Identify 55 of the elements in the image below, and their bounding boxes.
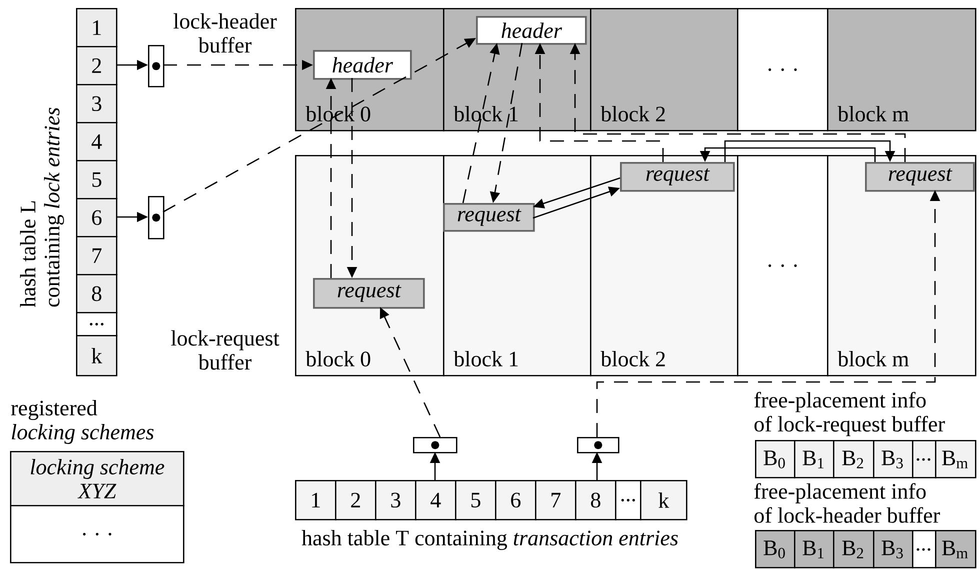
table-cell: B$_{2}$ — [833, 440, 874, 478]
pointer-box — [577, 437, 620, 454]
request-box: request — [865, 162, 975, 192]
pointer-box — [148, 45, 164, 88]
request-box: request — [620, 162, 735, 192]
table-cell: 3 — [375, 480, 416, 520]
pointer-box — [413, 437, 458, 454]
pointer-box — [148, 196, 164, 240]
table-cell: locking scheme XYZ — [10, 451, 184, 506]
table-cell: 4 — [76, 122, 118, 162]
table-cell: 1 — [295, 480, 336, 520]
table-cell: B$_{3}$ — [873, 440, 914, 478]
buffer-label: lock-header buffer — [174, 13, 277, 53]
table-cell: ... — [912, 440, 936, 478]
table-title: registered locking schemes — [11, 400, 154, 444]
table-cell: B$_{0}$ — [755, 530, 796, 568]
buffer-block: . . . — [737, 155, 828, 376]
table-cell: 4 — [415, 480, 456, 520]
buffer-block: block m — [827, 8, 976, 132]
table-cell: B$_{2}$ — [833, 530, 874, 568]
table-cell: ... — [912, 530, 936, 568]
table-cell: 8 — [76, 274, 118, 314]
table-cell: 5 — [76, 160, 118, 200]
table-cell: 2 — [76, 46, 118, 86]
arrow — [724, 140, 896, 162]
table-cell: 6 — [495, 480, 536, 520]
table-cell: B$_{m}$ — [935, 530, 976, 568]
request-box: request — [443, 203, 535, 232]
table-title: free-placement info of lock-request buffer — [754, 392, 945, 436]
table-cell: 7 — [76, 236, 118, 276]
table-cell: B$_{0}$ — [755, 440, 796, 478]
table-cell: ... — [615, 480, 642, 520]
table-cell: k — [76, 335, 118, 376]
header-box: header — [313, 50, 412, 80]
buffer-block: . . . — [737, 8, 828, 132]
table-cell: 7 — [535, 480, 576, 520]
table-title: hash table T containing transaction entries — [302, 530, 678, 550]
buffer-block: block 2 — [590, 8, 738, 132]
table-title: free-placement info of lock-header buffer — [754, 483, 940, 523]
table-cell: k — [640, 480, 688, 520]
table-cell: . . . — [10, 505, 184, 564]
table-cell: 8 — [575, 480, 616, 520]
table-cell: B$_{3}$ — [873, 530, 914, 568]
table-cell: 5 — [455, 480, 496, 520]
table-cell: B$_{m}$ — [935, 440, 976, 478]
table-cell: 3 — [76, 84, 118, 124]
request-box: request — [313, 278, 425, 309]
table-cell: ... — [76, 312, 118, 336]
table-cell: 6 — [76, 198, 118, 238]
table-cell: B$_{1}$ — [794, 530, 834, 568]
table-cell: 2 — [335, 480, 376, 520]
header-box: header — [476, 16, 587, 45]
table-cell: B$_{1}$ — [794, 440, 834, 478]
buffer-label: lock-request buffer — [171, 330, 280, 370]
table-cell: 1 — [76, 8, 118, 48]
